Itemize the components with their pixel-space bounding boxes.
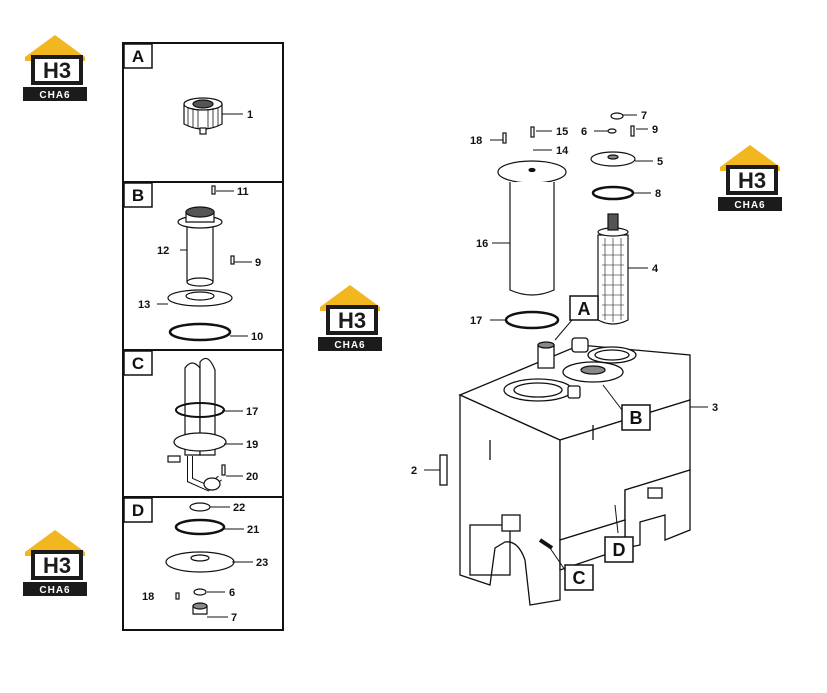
logo-sub: CHA6 xyxy=(334,340,365,351)
part-number: 16 xyxy=(476,238,488,250)
callout-c: C xyxy=(564,564,594,591)
panel-letter: C xyxy=(132,354,144,373)
part-number: 10 xyxy=(251,331,263,343)
detail-panel-c: C 17 19 20 xyxy=(123,350,258,492)
detail-panel-a: A 1 xyxy=(123,43,253,135)
callout-a: A xyxy=(569,295,599,321)
detail-panel-d: D 22 21 23 18 6 7 xyxy=(123,497,268,624)
callout-letter: C xyxy=(573,568,586,588)
panel-letter: D xyxy=(132,501,144,520)
part-number: 2 xyxy=(411,465,417,477)
part-number: 5 xyxy=(657,156,663,168)
part-number: 21 xyxy=(247,524,259,536)
part-number: 7 xyxy=(231,612,237,624)
logo-sub: CHA6 xyxy=(39,90,70,101)
part-number: 13 xyxy=(138,299,150,311)
callout-letter: A xyxy=(578,299,591,319)
callout-letter: D xyxy=(613,540,626,560)
logo-sub: CHA6 xyxy=(734,200,765,211)
part-number: 8 xyxy=(655,188,661,200)
part-number: 7 xyxy=(641,110,647,122)
part-number: 22 xyxy=(233,502,245,514)
logo-mark: H3 xyxy=(43,58,71,83)
part-number: 6 xyxy=(229,587,235,599)
detail-panels-frame xyxy=(122,42,284,631)
detail-panel-b: B 11 12 9 13 10 xyxy=(123,182,263,343)
brand-logo: H3 CHA6 xyxy=(23,530,87,596)
callout-letter: B xyxy=(630,408,643,428)
part-number: 9 xyxy=(652,124,658,136)
part-number: 15 xyxy=(556,126,568,138)
logo-sub: CHA6 xyxy=(39,585,70,596)
part-number: 1 xyxy=(247,109,253,121)
brand-logo: H3 CHA6 xyxy=(23,35,87,101)
logo-mark: H3 xyxy=(738,168,766,193)
panel-letter: A xyxy=(132,47,144,66)
part-number: 17 xyxy=(470,315,482,327)
brand-logo: H3 CHA6 xyxy=(718,145,782,211)
part-number: 20 xyxy=(246,471,258,483)
filter-mesh xyxy=(602,238,624,322)
callout-d: D xyxy=(604,536,634,563)
filter-components xyxy=(497,112,636,330)
part-number: 3 xyxy=(712,402,718,414)
logo-mark: H3 xyxy=(338,308,366,333)
part-number: 18 xyxy=(470,135,482,147)
part-number: 19 xyxy=(246,439,258,451)
part-number: 6 xyxy=(581,126,587,138)
panel-letter: B xyxy=(132,186,144,205)
part-number: 4 xyxy=(652,263,659,275)
part-number: 17 xyxy=(246,406,258,418)
brand-logo: H3 CHA6 xyxy=(318,285,382,351)
logo-mark: H3 xyxy=(43,553,71,578)
part-number: 14 xyxy=(556,145,569,157)
part-number: 9 xyxy=(255,257,261,269)
part-number: 12 xyxy=(157,245,169,257)
part-number: 23 xyxy=(256,557,268,569)
part-number: 18 xyxy=(142,591,154,603)
part-number: 11 xyxy=(237,186,249,198)
leader-lines xyxy=(424,114,708,571)
callout-b: B xyxy=(621,404,651,431)
